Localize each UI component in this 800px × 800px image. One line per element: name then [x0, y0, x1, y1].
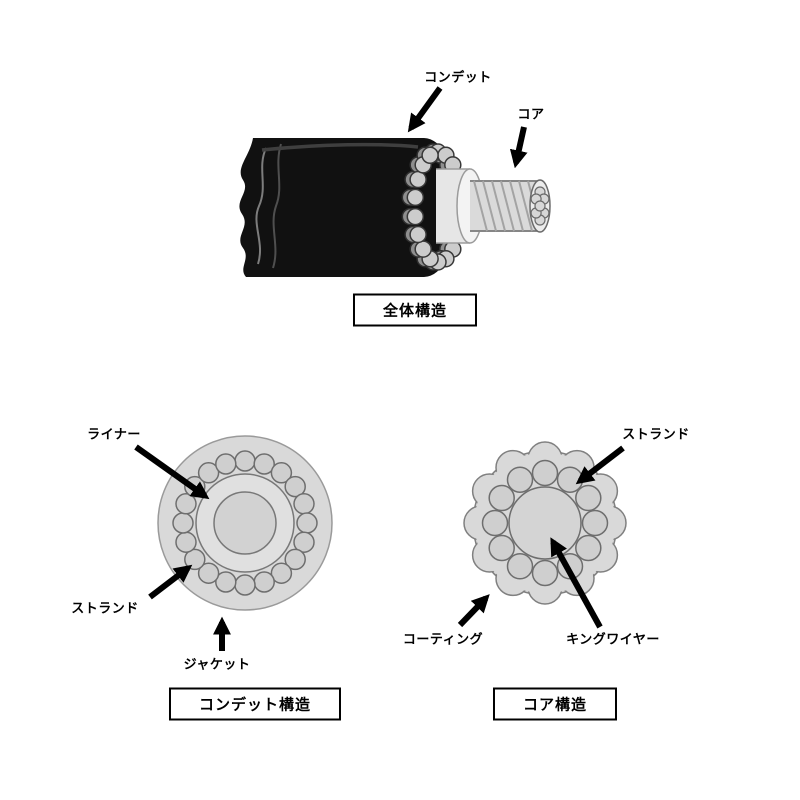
strand-bead	[409, 170, 427, 189]
strand-bead	[414, 240, 432, 258]
strand-bead	[215, 453, 237, 475]
strand-bead	[481, 509, 509, 537]
label-king-wire: キングワイヤー	[566, 631, 660, 647]
label-liner: ライナー	[87, 426, 141, 442]
jacket-sheen-streak	[255, 147, 267, 265]
caption-core-structure: コア構造	[492, 687, 618, 721]
arrow-strand-left	[148, 564, 193, 600]
strand-bead	[172, 512, 194, 534]
strand-bead	[531, 559, 559, 587]
strand-bead	[406, 207, 425, 226]
conduit-strand-ring	[172, 450, 318, 596]
strand-bead	[406, 188, 425, 207]
core-cross-section-diagram	[463, 441, 627, 605]
strand-bead	[488, 534, 515, 562]
strand-bead	[270, 462, 293, 484]
label-strand-left: ストランド	[71, 600, 139, 616]
strand-bead	[215, 571, 237, 593]
overall-structure-diagram	[239, 138, 551, 277]
strand-bead	[556, 466, 584, 493]
caption-conduit-structure: コンデット構造	[168, 687, 342, 721]
conduit-outer-jacket-shape	[239, 138, 458, 277]
strand-bead	[488, 484, 515, 512]
jacket-sheen-streak	[272, 143, 282, 269]
label-core: コア	[517, 106, 545, 122]
arrow-core	[509, 126, 528, 169]
core-center-wire-end	[534, 200, 546, 212]
strand-bead	[575, 534, 602, 562]
liner-inner-bore-circle	[213, 491, 277, 555]
jacket-top-highlight	[261, 142, 419, 152]
arrow-coating	[457, 594, 490, 628]
strand-bead	[197, 562, 220, 584]
caption-overall-structure: 全体構造	[352, 293, 478, 327]
strand-bead	[421, 146, 439, 165]
strand-bead	[581, 509, 609, 537]
strand-bead	[270, 562, 293, 584]
conduit-cross-section-diagram	[157, 435, 333, 611]
core-cylinder-body	[470, 180, 540, 232]
strand-bead	[234, 450, 256, 472]
strand-bead	[184, 548, 206, 571]
strand-bead	[253, 571, 275, 593]
arrow-liner	[134, 444, 210, 500]
king-wire-circle	[508, 486, 582, 560]
label-coating: コーティング	[402, 631, 484, 647]
strand-bead	[234, 574, 256, 596]
strand-bead	[506, 466, 534, 493]
strand-bead	[284, 475, 306, 498]
strand-bead	[296, 512, 318, 534]
callout-arrows	[134, 86, 625, 651]
core-strand-ring	[481, 459, 609, 587]
label-jacket: ジャケット	[183, 656, 251, 672]
strand-bead	[284, 548, 306, 571]
strand-bead	[506, 553, 534, 580]
strand-bead	[293, 493, 315, 515]
strand-bead	[253, 453, 275, 475]
arrow-king-wire	[550, 537, 603, 629]
strand-bead	[409, 225, 427, 244]
label-strand-right: ストランド	[622, 426, 690, 442]
strand-bead	[293, 531, 315, 553]
label-conduit: コンデット	[424, 69, 492, 85]
strand-bead	[575, 484, 602, 512]
strand-bead	[531, 459, 559, 487]
strand-bead	[175, 531, 197, 553]
arrow-strand-right	[575, 445, 625, 485]
arrow-conduit	[407, 86, 443, 133]
